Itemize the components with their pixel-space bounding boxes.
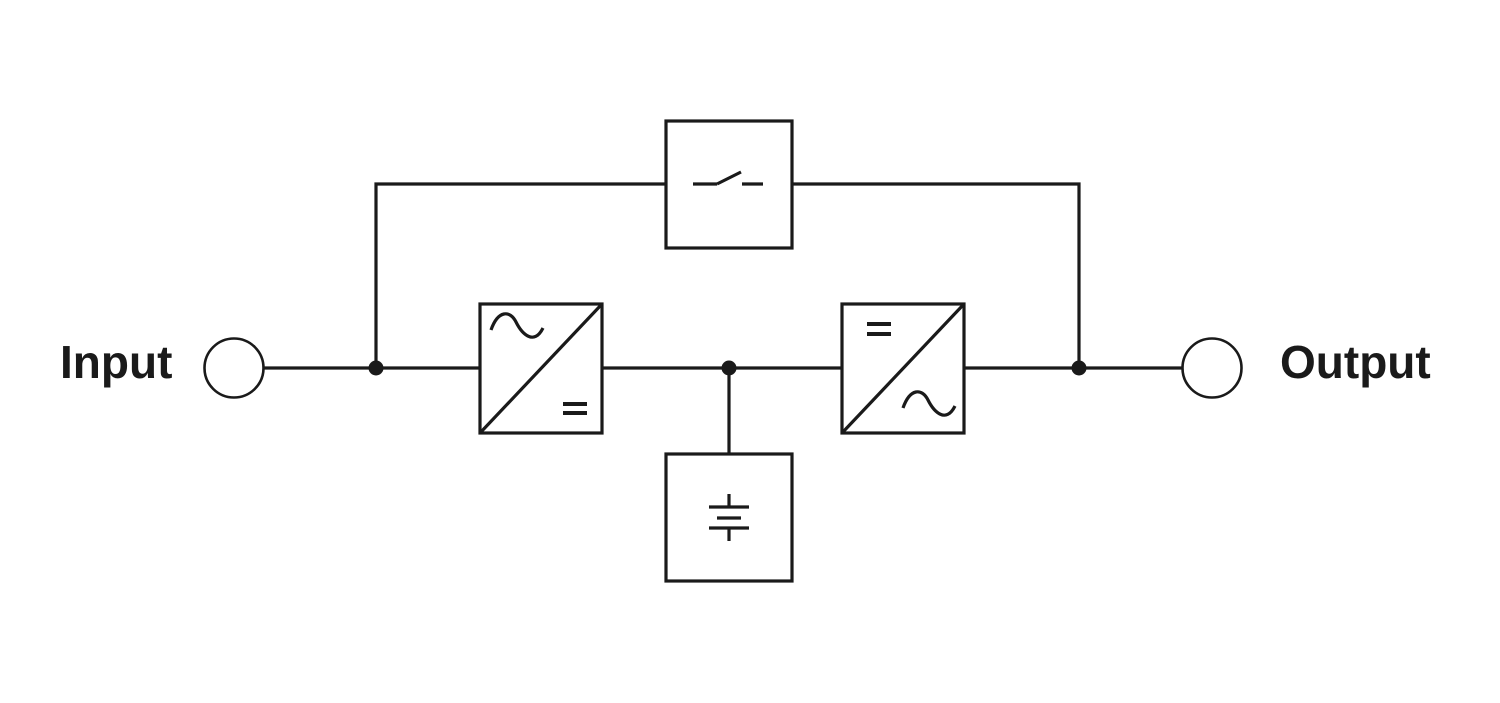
wire-bypass-right [792, 182, 1081, 368]
output-label: Output [1280, 336, 1431, 388]
inverter-diagonal [840, 302, 966, 435]
input-label: Input [60, 336, 172, 388]
rectifier-block [478, 302, 604, 435]
switch-open-icon [693, 170, 763, 186]
output-terminal [1181, 337, 1243, 399]
bypass-box [664, 119, 794, 250]
input-terminal [203, 337, 265, 399]
bypass-switch-block [664, 119, 794, 250]
inverter-block [840, 302, 966, 435]
dc-equals-icon [867, 322, 891, 336]
ac-sine-icon [489, 312, 545, 339]
junction-dc-bus [721, 360, 737, 376]
wire-bypass-left [374, 182, 666, 368]
battery-icon [709, 494, 749, 541]
rectifier-diagonal [478, 302, 604, 435]
junction-output [1071, 360, 1087, 376]
junction-input [368, 360, 384, 376]
ac-sine-icon [901, 390, 957, 417]
dc-equals-icon [563, 402, 587, 415]
battery-block [664, 452, 794, 583]
